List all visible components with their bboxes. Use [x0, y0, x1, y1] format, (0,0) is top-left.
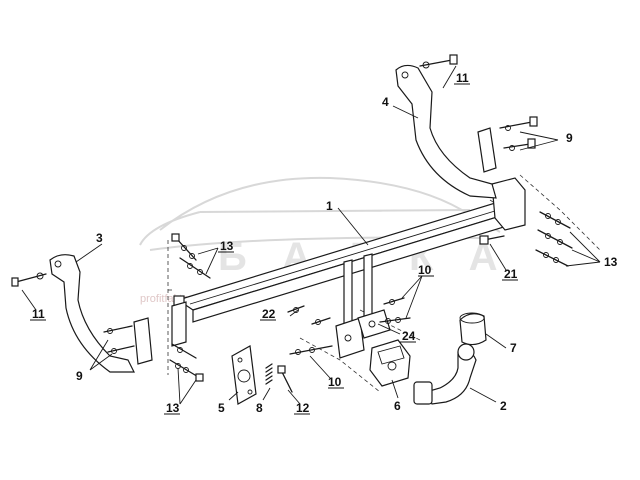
callout-11-right: 11 — [456, 71, 469, 85]
callout-21: 21 — [504, 267, 518, 281]
callout-2: 2 — [500, 399, 507, 413]
spring — [265, 363, 273, 385]
callout-9-right: 9 — [566, 131, 573, 145]
callout-13-right: 13 — [604, 255, 618, 269]
callout-9-left: 9 — [76, 369, 83, 383]
callout-12: 12 — [296, 401, 310, 415]
callout-10-upper: 10 — [418, 263, 432, 277]
ball-cover — [459, 312, 487, 346]
callout-13-upper-left: 13 — [220, 239, 234, 253]
callout-6: 6 — [394, 399, 401, 413]
callout-22: 22 — [262, 307, 276, 321]
callouts: 1 2 3 4 5 6 7 8 9 9 10 10 11 11 12 13 13… — [30, 71, 618, 415]
right-arm-bracket — [395, 64, 497, 199]
center-brackets — [335, 253, 391, 359]
bolt-12 — [277, 365, 293, 393]
callout-11-left: 11 — [32, 307, 45, 321]
callout-24: 24 — [402, 329, 416, 343]
callout-1: 1 — [326, 199, 333, 213]
callout-8: 8 — [256, 401, 263, 415]
cross-beam — [171, 177, 526, 347]
electrical-socket — [369, 339, 411, 387]
callout-7: 7 — [510, 341, 517, 355]
bolts — [11, 54, 573, 382]
callout-3: 3 — [96, 231, 103, 245]
callout-10-lower: 10 — [328, 375, 342, 389]
callout-4: 4 — [382, 95, 389, 109]
left-arm-bracket — [49, 254, 153, 373]
socket-plate — [231, 345, 257, 405]
callout-13-lower-left: 13 — [166, 401, 180, 415]
tow-ball-neck — [413, 343, 477, 405]
leader-lines — [21, 65, 601, 405]
callout-5: 5 — [218, 401, 225, 415]
